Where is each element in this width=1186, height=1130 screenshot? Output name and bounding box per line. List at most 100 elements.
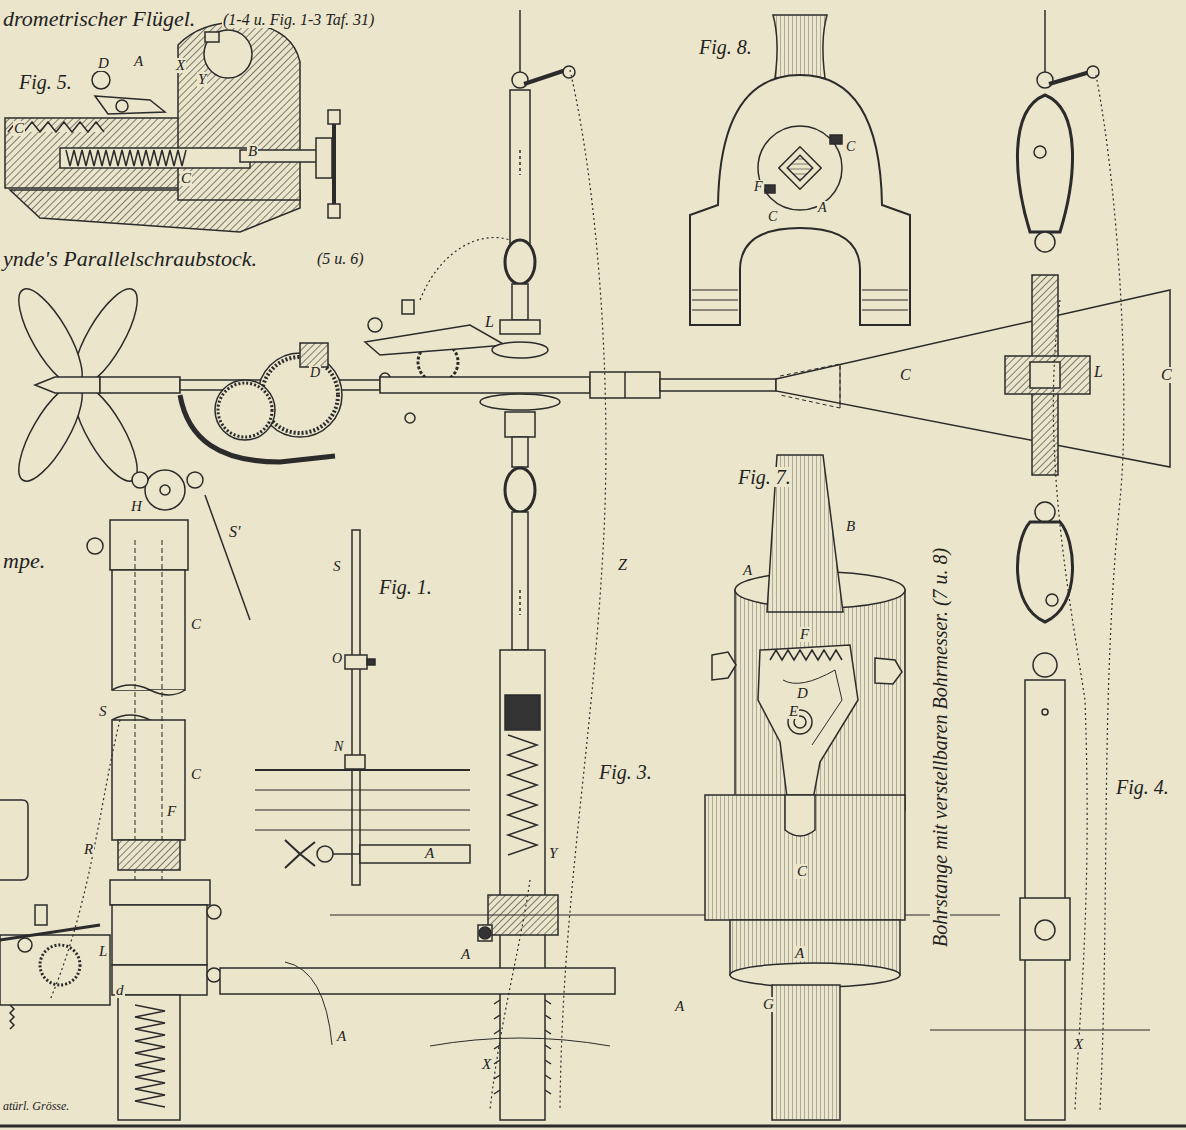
pump-drawing: [0, 470, 615, 1120]
part-letter: C: [13, 121, 25, 136]
pump-drawing: [110, 880, 210, 905]
part-letter: N: [333, 740, 344, 754]
pump-drawing: [0, 925, 100, 940]
rod-drawing: [505, 412, 535, 437]
part-letter: C: [1160, 367, 1173, 383]
boring-head-drawing: [692, 290, 908, 310]
gauge-drawing: [345, 755, 365, 769]
rod-drawing: [500, 650, 545, 1120]
rod-drawing: [1035, 232, 1055, 252]
vise-drawing: [178, 22, 300, 200]
part-letter: R: [83, 842, 94, 857]
boring-head-drawing: [772, 985, 840, 1120]
figure-number: Fig. 7.: [737, 467, 792, 487]
rod-drawing: [519, 150, 521, 175]
part-letter: D: [796, 686, 809, 701]
part-letter: A: [133, 54, 144, 69]
pump-drawing: [187, 472, 203, 488]
pump-drawing: [112, 965, 207, 995]
pump-drawing: [220, 968, 615, 994]
current-meter-drawing: [776, 290, 1170, 467]
figure-heading: ynde's Parallelschraubstock.: [2, 248, 258, 270]
rod-drawing: [512, 72, 528, 88]
vise-drawing: [116, 100, 128, 112]
boring-head-drawing: [783, 670, 842, 745]
pump-drawing: [18, 938, 32, 952]
part-letter: S: [98, 704, 108, 719]
figure-heading: drometrischer Flügel.: [2, 8, 196, 30]
boring-head-drawing: [705, 795, 905, 920]
rod-drawing: [1035, 920, 1055, 940]
part-letter: F: [753, 180, 764, 194]
rod-drawing: [510, 90, 530, 250]
part-letter: C: [190, 767, 202, 782]
part-letter: C: [796, 864, 808, 879]
gauge-drawing: [333, 853, 360, 855]
rod-drawing: [1042, 709, 1048, 715]
rod-drawing: [930, 10, 1150, 1120]
gauge-drawing: [255, 769, 470, 771]
part-letter: O: [331, 652, 343, 666]
figure-heading: (5 u. 6): [316, 251, 365, 267]
pump-drawing: [112, 905, 207, 965]
boring-head-drawing: [758, 126, 842, 210]
pump-drawing: [205, 495, 250, 620]
rod-drawing: [524, 70, 566, 84]
wire: [560, 70, 606, 1110]
part-letter: L: [98, 944, 108, 959]
rod-drawing: [330, 10, 1000, 1120]
boring-head-drawing: [705, 455, 905, 1120]
part-letter: d: [115, 983, 125, 998]
current-meter-drawing: [380, 377, 590, 393]
rod-drawing: [478, 925, 492, 941]
pump-drawing: [207, 968, 221, 982]
part-letter: B: [247, 144, 258, 159]
pump-drawing: [87, 538, 103, 554]
rod-drawing: [930, 1030, 1150, 1031]
part-letter: F: [799, 627, 810, 642]
part-letter: A: [336, 1029, 347, 1044]
gauge-drawing: [317, 846, 333, 862]
vise-drawing: [60, 148, 250, 168]
part-letter: S: [332, 559, 342, 574]
gauge-drawing: [367, 659, 375, 665]
rod-drawing: [505, 468, 535, 512]
current-meter-drawing: [35, 377, 100, 393]
pump-drawing: [135, 1005, 165, 1107]
gauge-drawing: [255, 830, 470, 831]
boring-head-drawing: [735, 590, 905, 810]
part-letter: A: [460, 947, 471, 962]
rod-drawing: [1087, 66, 1099, 78]
rod-drawing: [480, 394, 560, 410]
rod-drawing: [519, 10, 521, 72]
boring-head-drawing: [730, 963, 900, 987]
vise-drawing: [5, 22, 340, 232]
rod-drawing: [1020, 898, 1070, 960]
pump-drawing: [145, 470, 185, 510]
boring-head-drawing: [690, 15, 910, 325]
part-letter: A: [817, 201, 828, 215]
part-letter: Y: [548, 846, 558, 861]
rod-drawing: [1005, 356, 1090, 394]
rod-drawing: [512, 512, 528, 650]
part-letter: A: [742, 563, 753, 578]
figure-number: Fig. 5.: [18, 72, 73, 92]
vise-drawing: [204, 30, 252, 78]
boring-head-drawing: [765, 185, 775, 193]
pump-drawing: [132, 472, 148, 488]
current-meter-drawing: [402, 300, 414, 314]
rod-drawing: [519, 590, 521, 615]
boring-head-drawing: [875, 658, 902, 684]
part-letter: C: [180, 171, 192, 186]
boring-head-drawing: [830, 135, 842, 144]
figure-number: Fig. 3.: [598, 762, 653, 782]
rod-drawing: [563, 66, 575, 78]
part-letter: Y: [197, 72, 207, 87]
gauge-drawing: [360, 845, 470, 863]
vise-drawing: [205, 32, 219, 42]
gauge-drawing: [285, 840, 315, 868]
pump-drawing: [285, 962, 332, 1045]
current-meter-drawing: [218, 383, 272, 437]
rod-drawing: [1017, 95, 1072, 232]
pump-drawing: [10, 1005, 14, 1029]
